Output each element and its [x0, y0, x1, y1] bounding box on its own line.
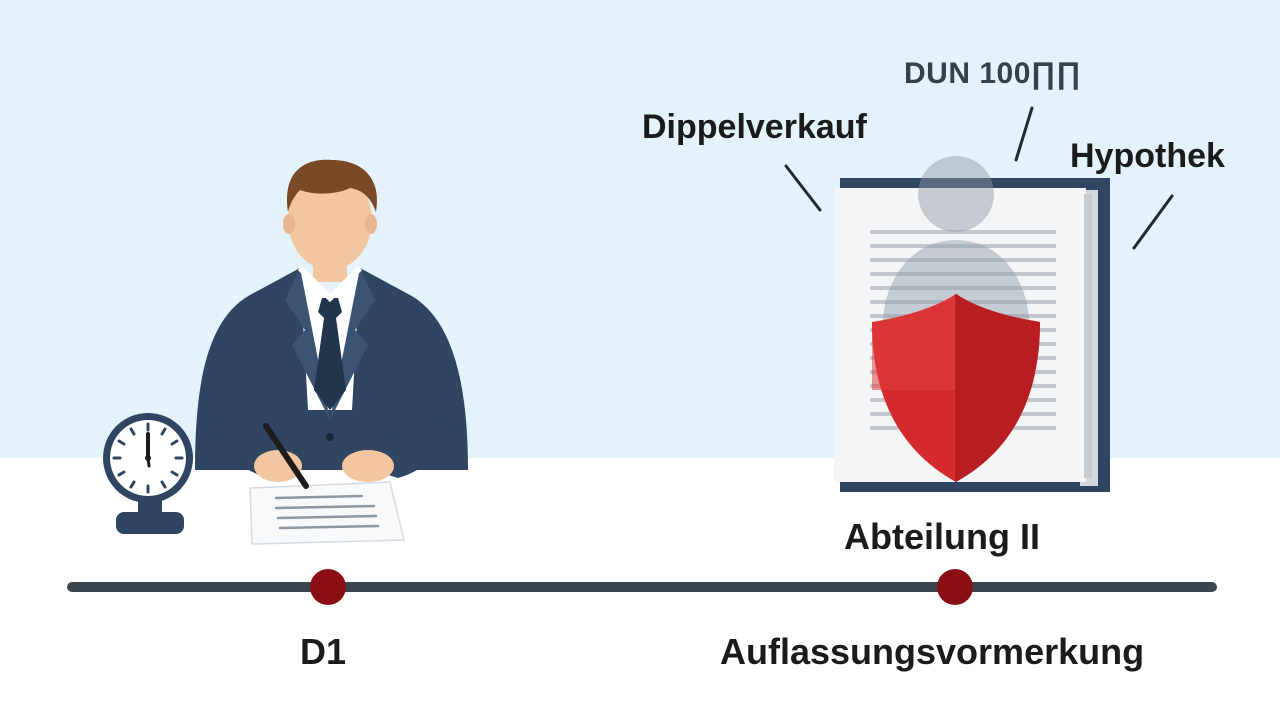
timeline-label-d1: D1 [300, 631, 347, 672]
callout-lines [784, 106, 1174, 250]
label-dippelverkauf: Dippelverkauf [642, 108, 867, 146]
timeline-marker-d1 [310, 569, 346, 605]
label-hypothek: Hypothek [1070, 137, 1225, 175]
person-illustration [195, 159, 468, 478]
document-icon [249, 423, 405, 545]
timeline-marker-auflassung [937, 569, 973, 605]
label-dun: DUN 100∏∏ [904, 57, 1082, 90]
timeline [67, 569, 1217, 605]
label-abteilung: Abteilung II [844, 516, 1040, 557]
shield-icon [872, 294, 1040, 482]
clock-icon [103, 413, 193, 534]
timeline-label-auflassung: Auflassungsvormerkung [720, 631, 1145, 672]
